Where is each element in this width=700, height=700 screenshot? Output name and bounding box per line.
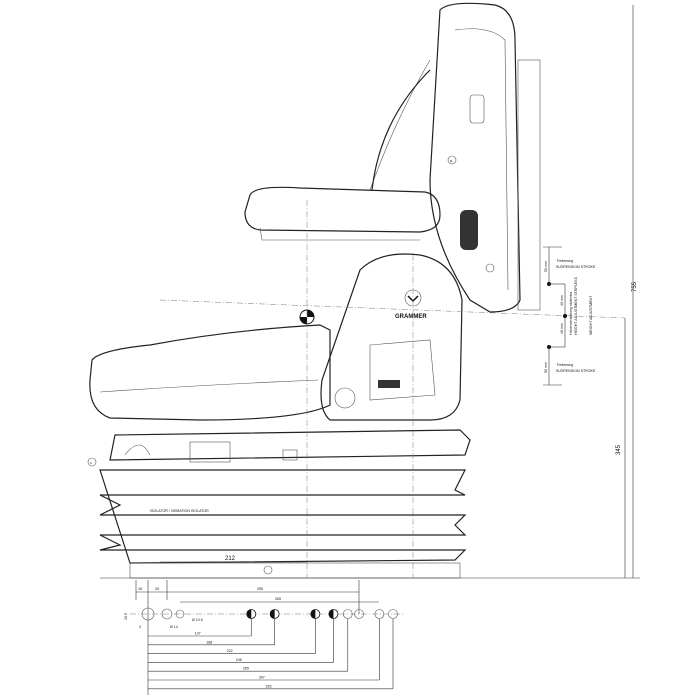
dim-label: 307 [259,676,265,680]
side-bracket: GRAMMER [320,253,463,421]
hole-pattern: 16 25 255 265 10.5 3 Ø 14 Ø 10.5 137 168 2… [124,580,405,695]
svg-text:Ø 14: Ø 14 [170,625,178,629]
svg-text:25: 25 [155,587,159,591]
dim-755: 755 [632,281,638,292]
suspension-stroke-annotation: 50 mm Federweg SUSPENSION STROKE 40 mm 4… [543,246,596,386]
backrest: a [369,2,541,313]
dim-345: 345 [616,444,622,455]
lumbar-knob [460,210,478,250]
svg-text:3: 3 [139,625,141,629]
svg-text:16: 16 [138,587,142,591]
dim-label: 168 [206,640,212,644]
svg-text:40 mm: 40 mm [560,295,564,306]
callout-c: c [90,461,92,465]
hole [354,609,364,619]
dim-label: 222 [227,649,233,653]
bellows-note: ISOLATOR / VIBRATION ISOLATOR [150,509,209,513]
svg-text:40 mm: 40 mm [560,323,564,334]
svg-text:Federweg: Federweg [557,363,573,367]
dim-label: 265 [243,667,249,671]
svg-text:Höhenverstellung stufenlos: Höhenverstellung stufenlos [569,291,573,335]
dim-label: 137 [195,632,201,636]
dim-label: 325 [266,684,272,688]
dim-label: 246 [236,658,242,662]
svg-text:10.5: 10.5 [124,613,128,620]
brand-logo-text: GRAMMER [395,314,427,320]
svg-text:265: 265 [275,597,281,601]
svg-text:Ø 10.5: Ø 10.5 [192,618,203,622]
svg-text:50 mm: 50 mm [544,362,548,373]
svg-text:WEIGHT ADJUSTMENT: WEIGHT ADJUSTMENT [589,295,593,335]
hole [374,609,385,619]
seat-cushion [89,309,331,421]
svg-text:HEIGHT ADJUSTMENT STEPLESS: HEIGHT ADJUSTMENT STEPLESS [574,276,578,335]
suspension-base: c [87,429,471,467]
svg-text:255: 255 [257,587,263,591]
armrest [244,186,441,241]
callout-a: a [450,159,452,163]
dim-212: 212 [225,556,236,562]
svg-text:50 mm: 50 mm [544,261,548,272]
svg-text:SUSPENSION STROKE: SUSPENSION STROKE [556,265,596,269]
svg-text:SUSPENSION STROKE: SUSPENSION STROKE [556,369,596,373]
hole [388,609,398,619]
svg-text:Federweg: Federweg [557,259,573,263]
hole [342,609,353,619]
